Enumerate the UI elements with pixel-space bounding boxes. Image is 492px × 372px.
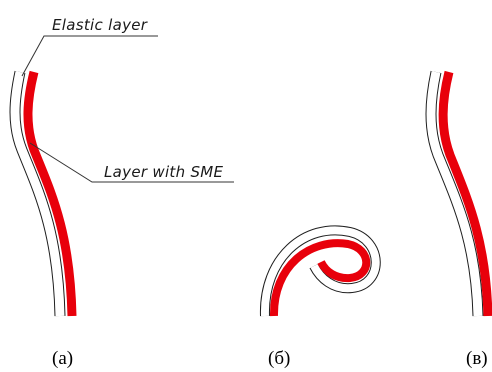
elastic-layer-label: Elastic layer: [52, 16, 148, 34]
strip-b-sme-layer: [269, 239, 371, 317]
sme-layer-label: Layer with SME: [104, 163, 224, 181]
elastic-layer-leader: [21, 35, 158, 77]
strip-a: [9, 70, 77, 317]
strip-c-sme-layer: [438, 70, 492, 317]
strip-a-elastic-fill: [10, 71, 65, 317]
strip-c-elastic-fill: [426, 71, 483, 317]
caption-c: (в): [466, 348, 488, 369]
strip-b: [259, 225, 381, 317]
caption-b: (б): [268, 348, 290, 369]
strip-a-sme-layer: [23, 70, 77, 317]
sme-layer-leader: [29, 142, 234, 183]
strip-c: [425, 70, 492, 317]
strip-b-elastic-fill: [260, 226, 380, 317]
caption-a: (а): [52, 348, 73, 369]
